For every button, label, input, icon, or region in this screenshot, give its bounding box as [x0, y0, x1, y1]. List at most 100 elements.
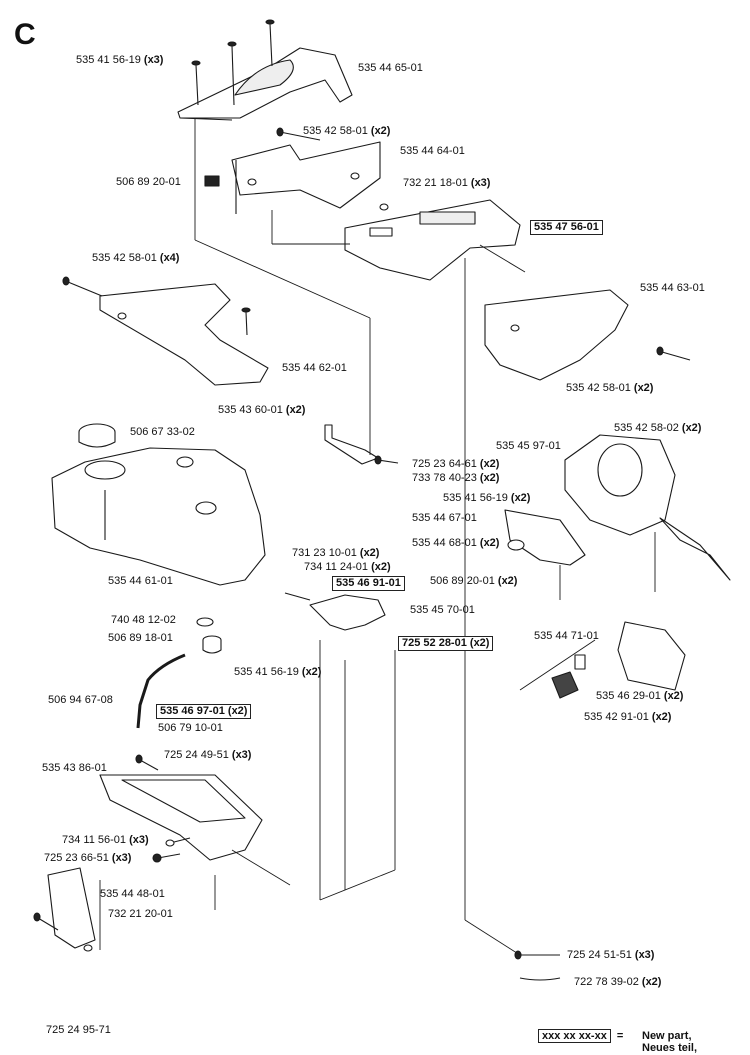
- o-ring: [196, 617, 214, 627]
- quantity: (x2): [301, 666, 322, 678]
- part-number: 506 79 10-01: [158, 722, 223, 734]
- part-label-new: 535 46 97-01 (x2): [156, 704, 252, 719]
- part-label: 506 89 18-01: [108, 632, 173, 645]
- part-label: 535 44 68-01 (x2): [412, 537, 499, 550]
- part-label: 535 45 70-01: [410, 604, 475, 617]
- right-handle-cover: [484, 289, 629, 381]
- part-number: 535 42 58-02: [614, 422, 679, 434]
- part-number: 535 44 61-01: [108, 575, 173, 587]
- part-label: 725 24 49-51 (x3): [164, 749, 251, 762]
- part-label: 732 21 20-01: [108, 908, 173, 921]
- quantity: (x2): [479, 458, 500, 470]
- quantity: (x2): [641, 976, 662, 988]
- quantity: (x2): [285, 404, 306, 416]
- part-label-new: 535 47 56-01: [530, 220, 603, 235]
- bracket: [324, 424, 379, 465]
- bolt-icon: [33, 912, 93, 952]
- part-label: 506 89 20-01 (x2): [430, 575, 517, 588]
- air-filter-cover: [564, 434, 676, 536]
- part-label: 535 44 62-01: [282, 362, 347, 375]
- part-label: 535 46 29-01 (x2): [596, 690, 683, 703]
- quantity: (x3): [634, 949, 655, 961]
- part-number: 725 23 66-51: [44, 852, 109, 864]
- top-handle-cover: [177, 47, 353, 121]
- fuel-tank: [51, 447, 266, 586]
- fuel-hose: [136, 653, 186, 729]
- part-label: 535 42 58-01 (x2): [303, 125, 390, 138]
- switch-button: [507, 539, 525, 551]
- part-label: 535 44 67-01: [412, 512, 477, 525]
- part-label-new: 535 46 91-01: [332, 576, 405, 591]
- part-number: 725 23 64-61: [412, 458, 477, 470]
- part-label: 535 42 58-01 (x2): [566, 382, 653, 395]
- bolt-icon: [62, 276, 251, 336]
- part-number: 535 44 65-01: [358, 62, 423, 74]
- left-handle-cover: [99, 283, 269, 386]
- part-label: 535 45 97-01: [496, 440, 561, 453]
- quantity: (x3): [231, 749, 252, 761]
- stop-switch-cover: [504, 509, 586, 566]
- lever-assembly: [284, 592, 386, 631]
- part-label: 535 43 86-01: [42, 762, 107, 775]
- quantity: (x2): [633, 382, 654, 394]
- part-number: 535 44 63-01: [640, 282, 705, 294]
- part-label: 506 94 67-08: [48, 694, 113, 707]
- quantity: (x2): [359, 547, 380, 559]
- quantity: (x2): [510, 492, 531, 504]
- legend-code: xxx xx xx-xx: [538, 1029, 611, 1043]
- part-number: 733 78 40-23: [412, 472, 477, 484]
- part-number: 535 45 97-01: [496, 440, 561, 452]
- bottom-plate: [47, 867, 96, 949]
- quantity: (x2): [681, 422, 702, 434]
- part-number: 732 21 20-01: [108, 908, 173, 920]
- part-label: 535 44 63-01: [640, 282, 705, 295]
- quantity: (x2): [370, 125, 391, 137]
- part-number: 535 44 62-01: [282, 362, 347, 374]
- part-label: 535 43 60-01 (x2): [218, 404, 305, 417]
- part-label: 506 67 33-02: [130, 426, 195, 439]
- quantity: (x2): [479, 537, 500, 549]
- part-number: 725 24 49-51: [164, 749, 229, 761]
- legend: xxx xx xx-xx= New part, Neues teil,: [538, 1029, 697, 1054]
- part-label: 725 23 66-51 (x3): [44, 852, 131, 865]
- quantity: (x2): [479, 472, 500, 484]
- part-label: 731 23 10-01 (x2): [292, 547, 379, 560]
- part-number: 506 89 20-01: [116, 176, 181, 188]
- grommet: [551, 654, 586, 699]
- bolt-icon: [514, 950, 561, 981]
- part-number: 535 47 56-01: [534, 221, 599, 233]
- part-number: 535 41 56-19: [234, 666, 299, 678]
- part-number: 535 41 56-19: [76, 54, 141, 66]
- part-label: 535 44 64-01: [400, 145, 465, 158]
- legend-description: New part, Neues teil,: [642, 1030, 697, 1054]
- quantity: (x4): [159, 252, 180, 264]
- part-label: 535 44 61-01: [108, 575, 173, 588]
- part-number: 506 94 67-08: [48, 694, 113, 706]
- fuel-cap: [78, 423, 116, 448]
- part-number: 535 43 86-01: [42, 762, 107, 774]
- part-number: 731 23 10-01: [292, 547, 357, 559]
- clip-icon: [204, 175, 220, 187]
- quantity: (x3): [470, 177, 491, 189]
- part-label: 725 24 95-71: [46, 1024, 111, 1037]
- fuel-filter: [202, 635, 222, 654]
- part-number: 535 42 58-01: [92, 252, 157, 264]
- quantity: (x2): [371, 561, 391, 573]
- part-label: 535 44 65-01: [358, 62, 423, 75]
- quantity: (x2): [227, 705, 248, 717]
- section-letter: C: [14, 18, 36, 51]
- bolt-icon: [276, 127, 321, 141]
- part-number: 725 52 28-01: [402, 637, 467, 649]
- quantity: (x2): [497, 575, 518, 587]
- part-number: 535 43 60-01: [218, 404, 283, 416]
- legend-line-1: New part,: [642, 1030, 692, 1042]
- part-label: 725 24 51-51 (x3): [567, 949, 654, 962]
- throttle-housing: [344, 199, 521, 281]
- quantity: (x3): [111, 852, 132, 864]
- part-label: 535 42 58-01 (x4): [92, 252, 179, 265]
- part-number: 535 46 29-01: [596, 690, 661, 702]
- part-number: 740 48 12-02: [111, 614, 176, 626]
- part-number: 734 11 56-01: [62, 834, 127, 846]
- part-label: 722 78 39-02 (x2): [574, 976, 661, 989]
